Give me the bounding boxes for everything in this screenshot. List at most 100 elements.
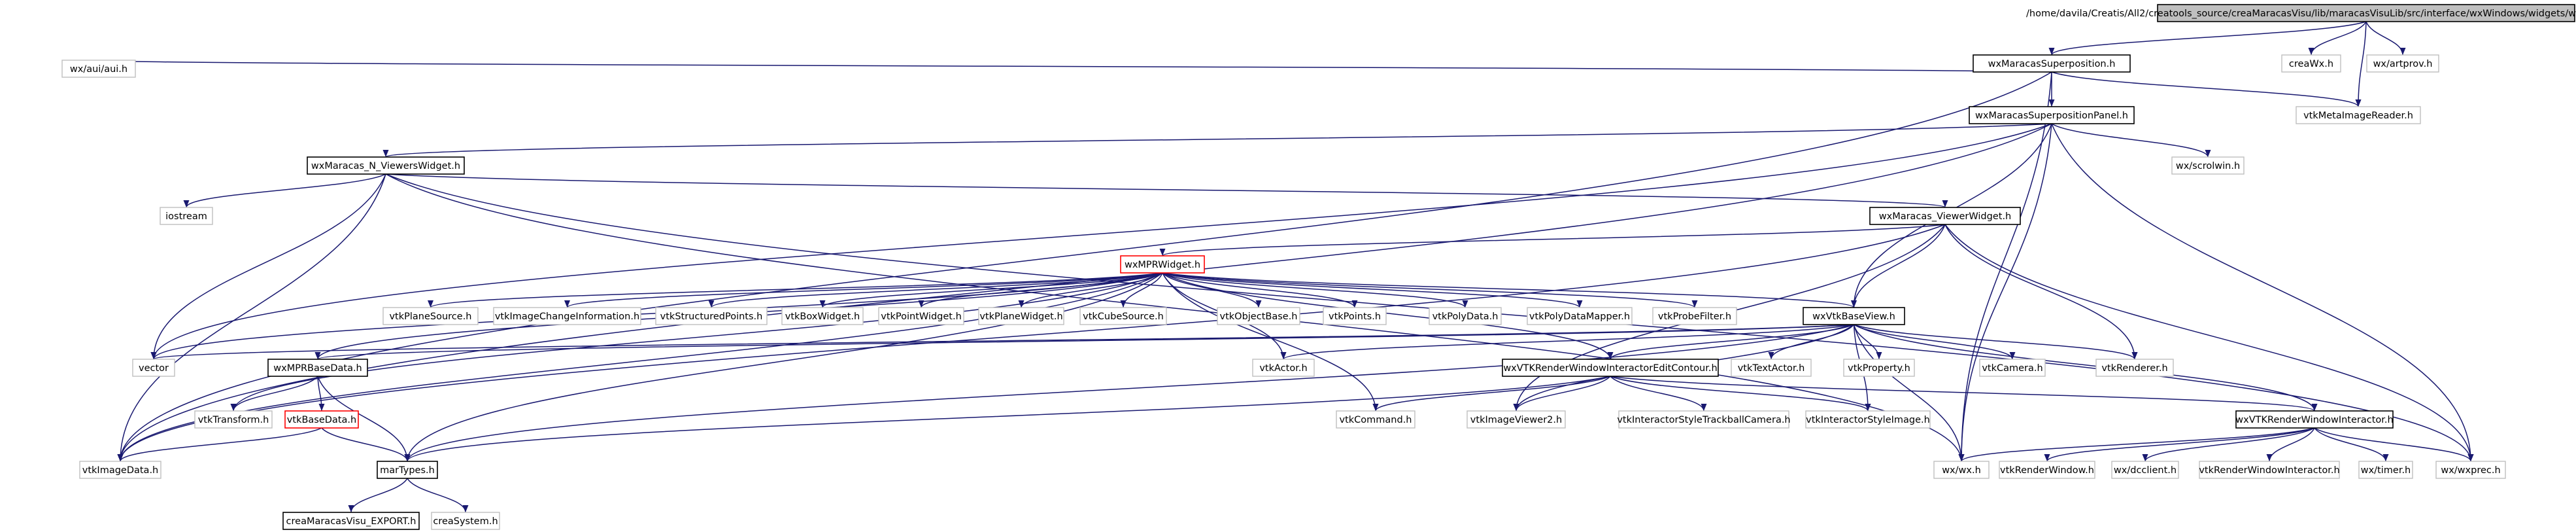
node-box <box>1999 461 2095 479</box>
edge-wxvtkbaseview-to-vtkrenderer <box>1854 324 2135 360</box>
edge-editcontour-to-vtkimageviewer2 <box>1516 376 1611 412</box>
node-label: vtkRenderWindowInteractor.h <box>2199 465 2339 476</box>
node-box <box>307 156 465 175</box>
node-vtkactor: vtkActor.h <box>1252 359 1315 377</box>
node-vtkbasedata[interactable]: vtkBaseData.h <box>284 410 359 429</box>
edge-arrowhead <box>2311 404 2318 411</box>
edge-arrowhead <box>1768 352 1774 359</box>
edge-mprwidget-h-to-martypes <box>407 272 1163 462</box>
node-label: vtkCamera.h <box>1982 363 2042 374</box>
node-label: vtkStructuredPoints.h <box>660 311 763 322</box>
edge-arrowhead <box>230 404 237 411</box>
node-box <box>1079 307 1167 325</box>
node-vector: vector <box>132 359 175 377</box>
edge-arrowhead <box>428 300 433 308</box>
node-label: vtkPointWidget.h <box>881 311 962 322</box>
node-label: wx/wx.h <box>1942 465 1981 476</box>
node-box <box>1933 461 1990 479</box>
edge-arrowhead <box>918 300 924 308</box>
node-nviewers-h[interactable]: wxMaracas_N_ViewersWidget.h <box>307 156 465 175</box>
edge-nviewers-h-to-vector <box>153 173 386 360</box>
node-box <box>1979 359 2046 377</box>
edge-arrowhead <box>314 352 321 359</box>
node-viewerwidget-h[interactable]: wxMaracas_ViewerWidget.h <box>1869 207 2021 225</box>
node-label: marTypes.h <box>380 465 435 476</box>
edge-arrowhead <box>1280 352 1287 359</box>
node-vtkprobefilter: vtkProbeFilter.h <box>1652 307 1737 325</box>
edge-arrowhead <box>708 300 715 308</box>
node-styleimage: vtkInteractorStyleImage.h <box>1805 410 1931 429</box>
edge-nviewers-h-to-iostream <box>186 173 386 208</box>
node-box <box>1336 410 1415 429</box>
edge-arrowhead <box>2009 352 2016 359</box>
node-mprwidget-h[interactable]: wxMPRWidget.h <box>1120 255 1205 274</box>
node-label: wxMPRBaseData.h <box>273 363 362 374</box>
node-vtkstructuredpoints: vtkStructuredPoints.h <box>655 307 768 325</box>
node-martypes[interactable]: marTypes.h <box>377 461 438 479</box>
node-vtktextactor: vtkTextActor.h <box>1731 359 1812 377</box>
edge-mprwidget-h-to-vtkstructuredpoints <box>711 272 1163 308</box>
node-label: wx/artprov.h <box>2373 59 2433 69</box>
node-box <box>2171 156 2245 175</box>
edge-vtkbasedata-to-vtkimagedata <box>120 427 322 462</box>
edge-arrowhead <box>183 200 190 207</box>
edge-superpositionpanel-h-to-nviewers-h <box>385 123 2052 158</box>
node-label: wxMaracas_N_ViewersWidget.h <box>311 161 460 171</box>
edge-arrowhead <box>1851 300 1857 308</box>
node-box <box>194 410 273 429</box>
node-mprbasedata[interactable]: wxMPRBaseData.h <box>267 359 368 377</box>
node-box <box>282 512 420 530</box>
node-label: vtkPlaneSource.h <box>389 311 471 322</box>
node-vtkpolydata: vtkPolyData.h <box>1429 307 1502 325</box>
node-box <box>1252 359 1315 377</box>
node-renderwininteractor[interactable]: wxVTKRenderWindowInteractor.h <box>2235 410 2394 429</box>
edge-mprwidget-h-to-wxvtkbaseview <box>1162 272 1855 308</box>
node-superposition-h[interactable]: wxMaracasSuperposition.h <box>1973 54 2131 73</box>
edge-arrowhead <box>2205 150 2211 157</box>
edge-mprwidget-h-to-vtkpolydatamapper <box>1162 272 1580 308</box>
edge-mprwidget-h-to-vtktransform <box>233 272 1163 412</box>
node-box <box>1217 307 1300 325</box>
node-box <box>2296 106 2421 124</box>
node-editcontour[interactable]: wxVTKRenderWindowInteractorEditContour.h <box>1502 359 1719 377</box>
edge-arrowhead <box>2308 48 2314 55</box>
node-vtkobjectbase: vtkObjectBase.h <box>1217 307 1300 325</box>
edge-vtkbasedata-to-martypes <box>321 427 408 462</box>
node-export[interactable]: creaMaracasVisu_EXPORT.h <box>282 512 420 530</box>
edge-superposition-h-to-vtkimagedata <box>120 71 2052 462</box>
node-box <box>377 461 438 479</box>
edge-arrowhead <box>2467 454 2474 461</box>
node-label: vtkPolyData.h <box>1432 311 1499 322</box>
edge-root-to-artprov-h <box>2365 21 2403 56</box>
node-wxvtkbaseview[interactable]: wxVtkBaseView.h <box>1803 307 1905 325</box>
edge-viewerwidget-h-to-mprwidget-h <box>1162 224 1946 257</box>
node-vtkplanewidget: vtkPlaneWidget.h <box>978 307 1064 325</box>
node-box <box>2157 4 2575 22</box>
edge-arrowhead <box>1701 404 1707 411</box>
edge-wxvtkbaseview-to-renderwininteractor <box>1854 324 2315 412</box>
node-iostream: iostream <box>160 207 213 225</box>
node-label: wxMaracas_ViewerWidget.h <box>1879 211 2012 222</box>
node-vtkpoints: vtkPoints.h <box>1323 307 1387 325</box>
edge-renderwininteractor-to-wx-h <box>1961 427 2315 462</box>
edge-arrowhead <box>1462 300 1468 308</box>
node-creawx-h: creaWx.h <box>2281 54 2341 73</box>
edge-arrowhead <box>2044 454 2050 461</box>
edge-renderwininteractor-to-wxprec <box>2314 427 2471 462</box>
edge-arrowhead <box>348 505 354 512</box>
edge-viewerwidget-h-to-wxvtkbaseview <box>1853 224 1946 308</box>
node-superpositionpanel-h[interactable]: wxMaracasSuperpositionPanel.h <box>1969 106 2135 124</box>
node-box <box>267 359 368 377</box>
node-label: vtkRenderWindow.h <box>2000 465 2094 476</box>
node-box <box>2235 410 2394 429</box>
node-box <box>1652 307 1737 325</box>
edge-editcontour-to-styleimage <box>1610 376 1869 412</box>
edge-wxvtkbaseview-to-vtktextactor <box>1771 324 1855 360</box>
edge-mprwidget-h-to-vtkimagechangeinfo <box>566 272 1163 308</box>
node-box <box>431 512 500 530</box>
node-label: vtkInteractorStyleTrackballCamera.h <box>1617 415 1790 425</box>
node-box <box>493 307 641 325</box>
node-label: vtkBoxWidget.h <box>785 311 860 322</box>
node-root[interactable]: /home/davila/Creatis/All2/creatools_sour… <box>2026 4 2576 22</box>
